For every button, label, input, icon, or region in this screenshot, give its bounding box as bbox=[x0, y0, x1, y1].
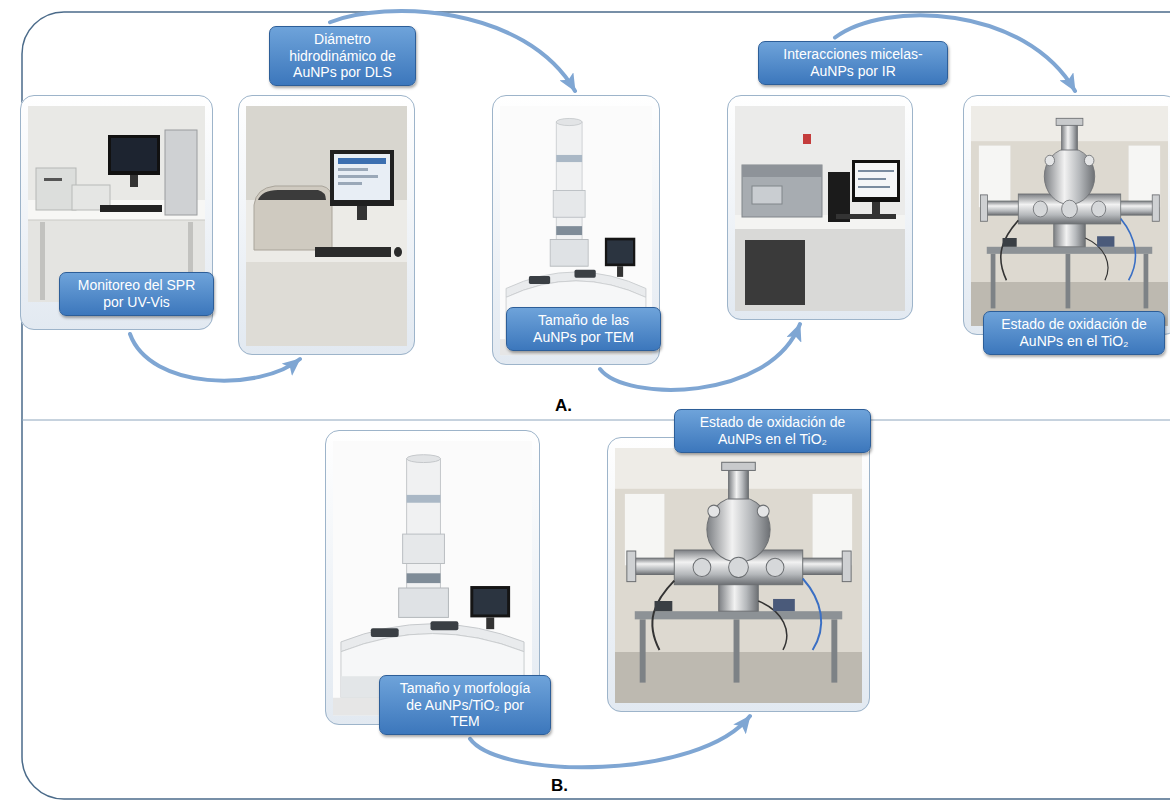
ir-photo bbox=[742, 165, 822, 217]
uv-vis-photo bbox=[111, 138, 157, 171]
ir-photo bbox=[852, 160, 900, 202]
uv-vis-photo bbox=[44, 178, 62, 181]
ir-photo bbox=[752, 186, 782, 204]
technique-label: Estado de oxidación de AuNPs en el TiO₂ bbox=[674, 409, 871, 452]
dls-photo bbox=[338, 182, 362, 185]
technique-text: Estado de oxidación de AuNPs en el TiO₂ bbox=[998, 316, 1150, 349]
section-letter-text: A. bbox=[555, 396, 572, 416]
section-letter: B. bbox=[551, 776, 568, 796]
ir-photo bbox=[735, 229, 905, 311]
dls-photo bbox=[338, 175, 378, 178]
technique-text: Tamaño de las AuNPs por TEM bbox=[521, 312, 646, 345]
dls-photo bbox=[338, 168, 368, 171]
ir-photo bbox=[858, 170, 894, 172]
card-backgrounds bbox=[963, 95, 1170, 335]
technique-text: Estado de oxidación de AuNPs en el TiO₂ bbox=[689, 414, 856, 447]
xps-photo bbox=[971, 106, 1168, 326]
uv-vis-photo bbox=[130, 175, 138, 187]
ir-photo bbox=[742, 165, 822, 177]
card-backgrounds bbox=[492, 95, 660, 365]
dls-photo bbox=[330, 150, 394, 206]
instrument-card: Estado de oxidación de AuNPs en el TiO₂ bbox=[607, 437, 870, 712]
ir-photo bbox=[745, 240, 805, 305]
card-backgrounds bbox=[20, 95, 213, 330]
background-art bbox=[22, 420, 1170, 421]
dls-photo bbox=[357, 206, 367, 220]
dls-photo bbox=[394, 247, 402, 257]
uv-vis-photo bbox=[108, 135, 160, 175]
instrument-card: Tamaño de las AuNPs por TEM bbox=[492, 95, 660, 365]
section-letter-text: B. bbox=[551, 776, 568, 796]
instrument-card: Diámetro hidrodinámico de AuNPs por DLS bbox=[238, 95, 415, 355]
dls-photo bbox=[258, 190, 326, 200]
dls-photo bbox=[246, 106, 407, 346]
technique-text: Monitoreo del SPR por UV-Vis bbox=[74, 277, 199, 310]
dls-photo bbox=[254, 186, 332, 250]
ir-photo bbox=[872, 202, 880, 214]
uv-vis-photo bbox=[165, 130, 197, 215]
ir-photo bbox=[836, 214, 896, 219]
dls-photo bbox=[338, 158, 386, 164]
instrument-card: Tamaño y morfología de AuNPs/TiO₂ por TE… bbox=[325, 430, 540, 725]
technique-text: Diámetro hidrodinámico de AuNPs por DLS bbox=[284, 31, 401, 81]
ir-photo bbox=[735, 106, 905, 311]
instrument-card: Interacciones micelas-AuNPs por IR bbox=[727, 95, 913, 320]
dls-photo bbox=[246, 262, 407, 346]
technique-label: Diámetro hidrodinámico de AuNPs por DLS bbox=[269, 26, 416, 86]
xps-photo bbox=[615, 448, 862, 703]
instrument-card: Estado de oxidación de AuNPs en el TiO₂ bbox=[963, 95, 1170, 335]
dls-photo bbox=[315, 247, 391, 257]
ir-photo bbox=[858, 178, 886, 180]
uv-vis-photo bbox=[100, 205, 162, 212]
technique-label: Tamaño y morfología de AuNPs/TiO₂ por TE… bbox=[379, 675, 551, 735]
flow-arrow bbox=[130, 334, 300, 381]
ir-photo bbox=[803, 134, 811, 144]
card-backgrounds bbox=[727, 95, 913, 320]
technique-label: Tamaño de las AuNPs por TEM bbox=[506, 307, 661, 350]
card-backgrounds bbox=[238, 95, 415, 355]
ir-photo bbox=[858, 186, 890, 188]
technique-label: Monitoreo del SPR por UV-Vis bbox=[59, 272, 214, 315]
uv-vis-photo bbox=[36, 168, 76, 210]
dls-photo bbox=[246, 106, 407, 346]
background-art bbox=[22, 12, 1170, 799]
ir-photo bbox=[735, 106, 905, 311]
ir-photo bbox=[855, 163, 897, 197]
instrument-card: Monitoreo del SPR por UV-Vis bbox=[20, 95, 213, 330]
uv-vis-photo bbox=[28, 220, 205, 221]
technique-label: Interacciones micelas-AuNPs por IR bbox=[758, 41, 948, 84]
uv-vis-photo bbox=[40, 222, 45, 300]
technique-text: Tamaño y morfología de AuNPs/TiO₂ por TE… bbox=[394, 680, 536, 730]
card-backgrounds bbox=[20, 95, 1170, 725]
card-backgrounds bbox=[607, 437, 870, 712]
section-letter: A. bbox=[555, 396, 572, 416]
technique-label: Estado de oxidación de AuNPs en el TiO₂ bbox=[983, 311, 1165, 354]
technique-text: Interacciones micelas-AuNPs por IR bbox=[773, 46, 933, 79]
dls-photo bbox=[334, 154, 390, 200]
